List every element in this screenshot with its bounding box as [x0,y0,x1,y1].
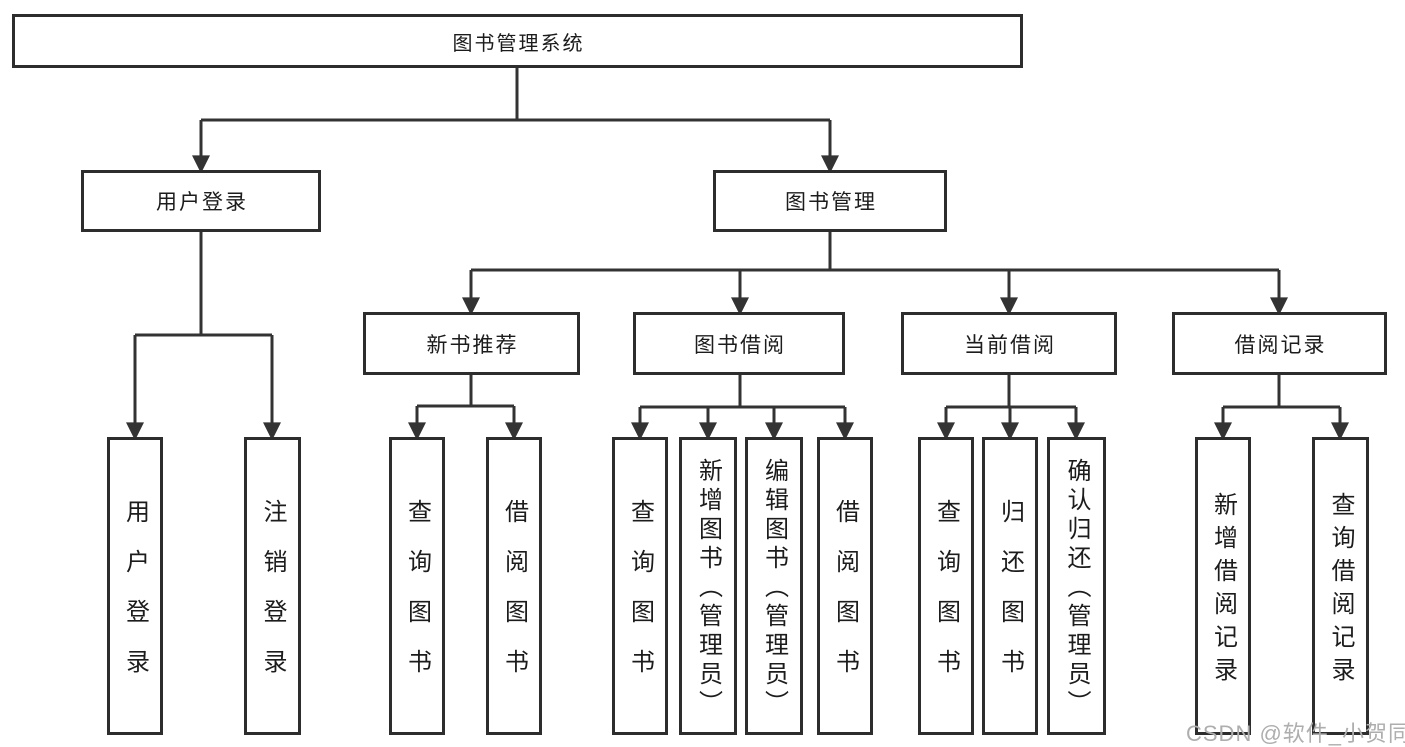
leaf-confirm-return-admin: 确认归还（管理员） [1047,437,1106,735]
node-root: 图书管理系统 [12,14,1023,68]
node-label: 注销登录 [259,499,286,699]
leaf-query-borrow-record: 查询借阅记录 [1312,437,1369,735]
node-label: 新增借阅记录 [1209,491,1237,690]
node-label: 图书管理 [785,191,877,214]
leaf-query-book-3: 查询图书 [918,437,974,735]
csdn-watermark: CSDN @软件_小贺同学 [1186,721,1405,746]
node-label: 归还图书 [996,499,1024,699]
node-label: 借阅图书 [831,499,859,699]
node-new-book-recommend: 新书推荐 [363,312,580,375]
node-label: 当前借阅 [964,333,1056,357]
node-label: 用户登录 [121,499,149,699]
leaf-edit-book-admin: 编辑图书（管理员） [745,437,803,735]
node-book-borrow: 图书借阅 [633,312,845,375]
leaf-borrow-book-1: 借阅图书 [486,437,542,735]
node-label: 查询图书 [932,499,960,699]
node-label: 借阅图书 [500,499,528,699]
leaf-return-book: 归还图书 [982,437,1038,735]
node-book-management: 图书管理 [713,170,947,232]
leaf-query-book-1: 查询图书 [389,437,445,735]
node-label: 新书推荐 [426,333,519,357]
node-label: 用户登录 [156,191,248,214]
node-label: 确认归还（管理员） [1063,458,1090,719]
node-label: 编辑图书（管理员） [760,458,788,719]
leaf-user-login: 用户登录 [107,437,163,735]
leaf-logout: 注销登录 [244,437,301,735]
node-user-login: 用户登录 [81,170,321,232]
leaf-borrow-book-2: 借阅图书 [817,437,873,735]
node-label: 查询图书 [626,499,654,699]
node-label: 图书管理系统 [452,32,585,55]
node-current-borrow: 当前借阅 [901,312,1117,375]
leaf-add-borrow-record: 新增借阅记录 [1195,437,1251,735]
node-label: 查询图书 [403,499,431,699]
arrow-lines [126,120,1349,441]
node-label: 查询借阅记录 [1327,491,1354,690]
node-borrow-records: 借阅记录 [1172,312,1387,375]
leaf-query-book-2: 查询图书 [612,437,668,735]
node-label: 新增图书（管理员） [694,458,722,719]
tree-lines [135,68,1340,409]
node-label: 图书借阅 [694,333,786,357]
node-label: 借阅记录 [1234,333,1327,357]
leaf-add-book-admin: 新增图书（管理员） [679,437,737,735]
